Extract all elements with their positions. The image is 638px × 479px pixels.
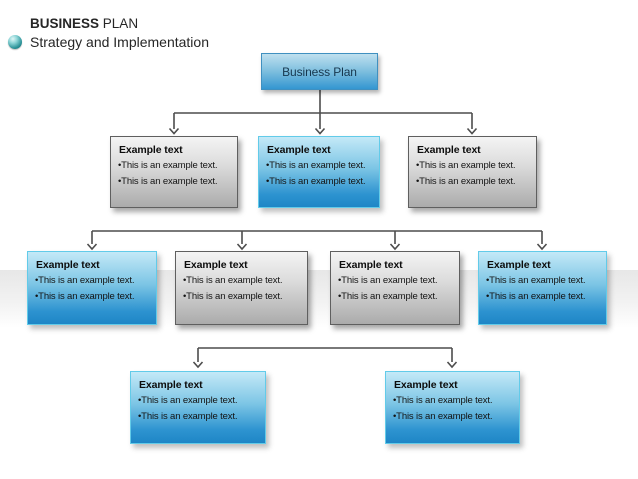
org-box-title: Example text (184, 259, 248, 271)
org-box-bullet: •This is an example text. (183, 291, 283, 302)
org-box-bullet: •This is an example text. (393, 411, 493, 422)
page-title-bold: BUSINESS (30, 16, 100, 31)
org-box-bullet: •This is an example text. (35, 275, 135, 286)
org-box-bullet: •This is an example text. (338, 291, 438, 302)
org-box: Example text •This is an example text. •… (130, 371, 266, 444)
org-box: Example text •This is an example text. •… (385, 371, 520, 444)
org-box-bullet: •This is an example text. (486, 291, 586, 302)
org-box-bullet: •This is an example text. (338, 275, 438, 286)
page-title-regular: PLAN (102, 16, 139, 31)
org-box-bullet: •This is an example text. (416, 176, 516, 187)
org-box: Example text •This is an example text. •… (258, 136, 380, 208)
org-box-title: Example text (139, 379, 203, 391)
org-box: Example text •This is an example text. •… (175, 251, 308, 325)
teal-sphere-icon (8, 35, 22, 49)
org-box-bullet: •This is an example text. (138, 395, 238, 406)
org-box-bullet: •This is an example text. (266, 160, 366, 171)
org-box-title: Example text (487, 259, 551, 271)
org-box-title: Example text (119, 144, 183, 156)
org-box-bullet: •This is an example text. (416, 160, 516, 171)
org-box-bullet: •This is an example text. (118, 176, 218, 187)
org-box-title: Example text (36, 259, 100, 271)
page-subtitle: Strategy and Implementation (30, 34, 209, 50)
org-box: Example text •This is an example text. •… (27, 251, 157, 325)
page-subtitle-row: Strategy and Implementation (8, 33, 209, 51)
page-title: BUSINESS PLAN (30, 15, 209, 32)
root-box: Business Plan (261, 53, 378, 90)
org-box: Example text •This is an example text. •… (408, 136, 537, 208)
org-box-title: Example text (394, 379, 458, 391)
org-box-title: Example text (417, 144, 481, 156)
org-box-bullet: •This is an example text. (486, 275, 586, 286)
org-box: Example text •This is an example text. •… (110, 136, 238, 208)
org-box-bullet: •This is an example text. (393, 395, 493, 406)
org-box-title: Example text (267, 144, 331, 156)
org-box-bullet: •This is an example text. (138, 411, 238, 422)
org-box-bullet: •This is an example text. (118, 160, 218, 171)
org-box-bullet: •This is an example text. (183, 275, 283, 286)
org-box: Example text •This is an example text. •… (478, 251, 607, 325)
org-box-bullet: •This is an example text. (35, 291, 135, 302)
org-box: Example text •This is an example text. •… (330, 251, 460, 325)
org-box-title: Example text (339, 259, 403, 271)
root-box-label: Business Plan (282, 64, 357, 79)
org-box-bullet: •This is an example text. (266, 176, 366, 187)
slide-header: BUSINESS PLAN Strategy and Implementatio… (8, 15, 209, 51)
